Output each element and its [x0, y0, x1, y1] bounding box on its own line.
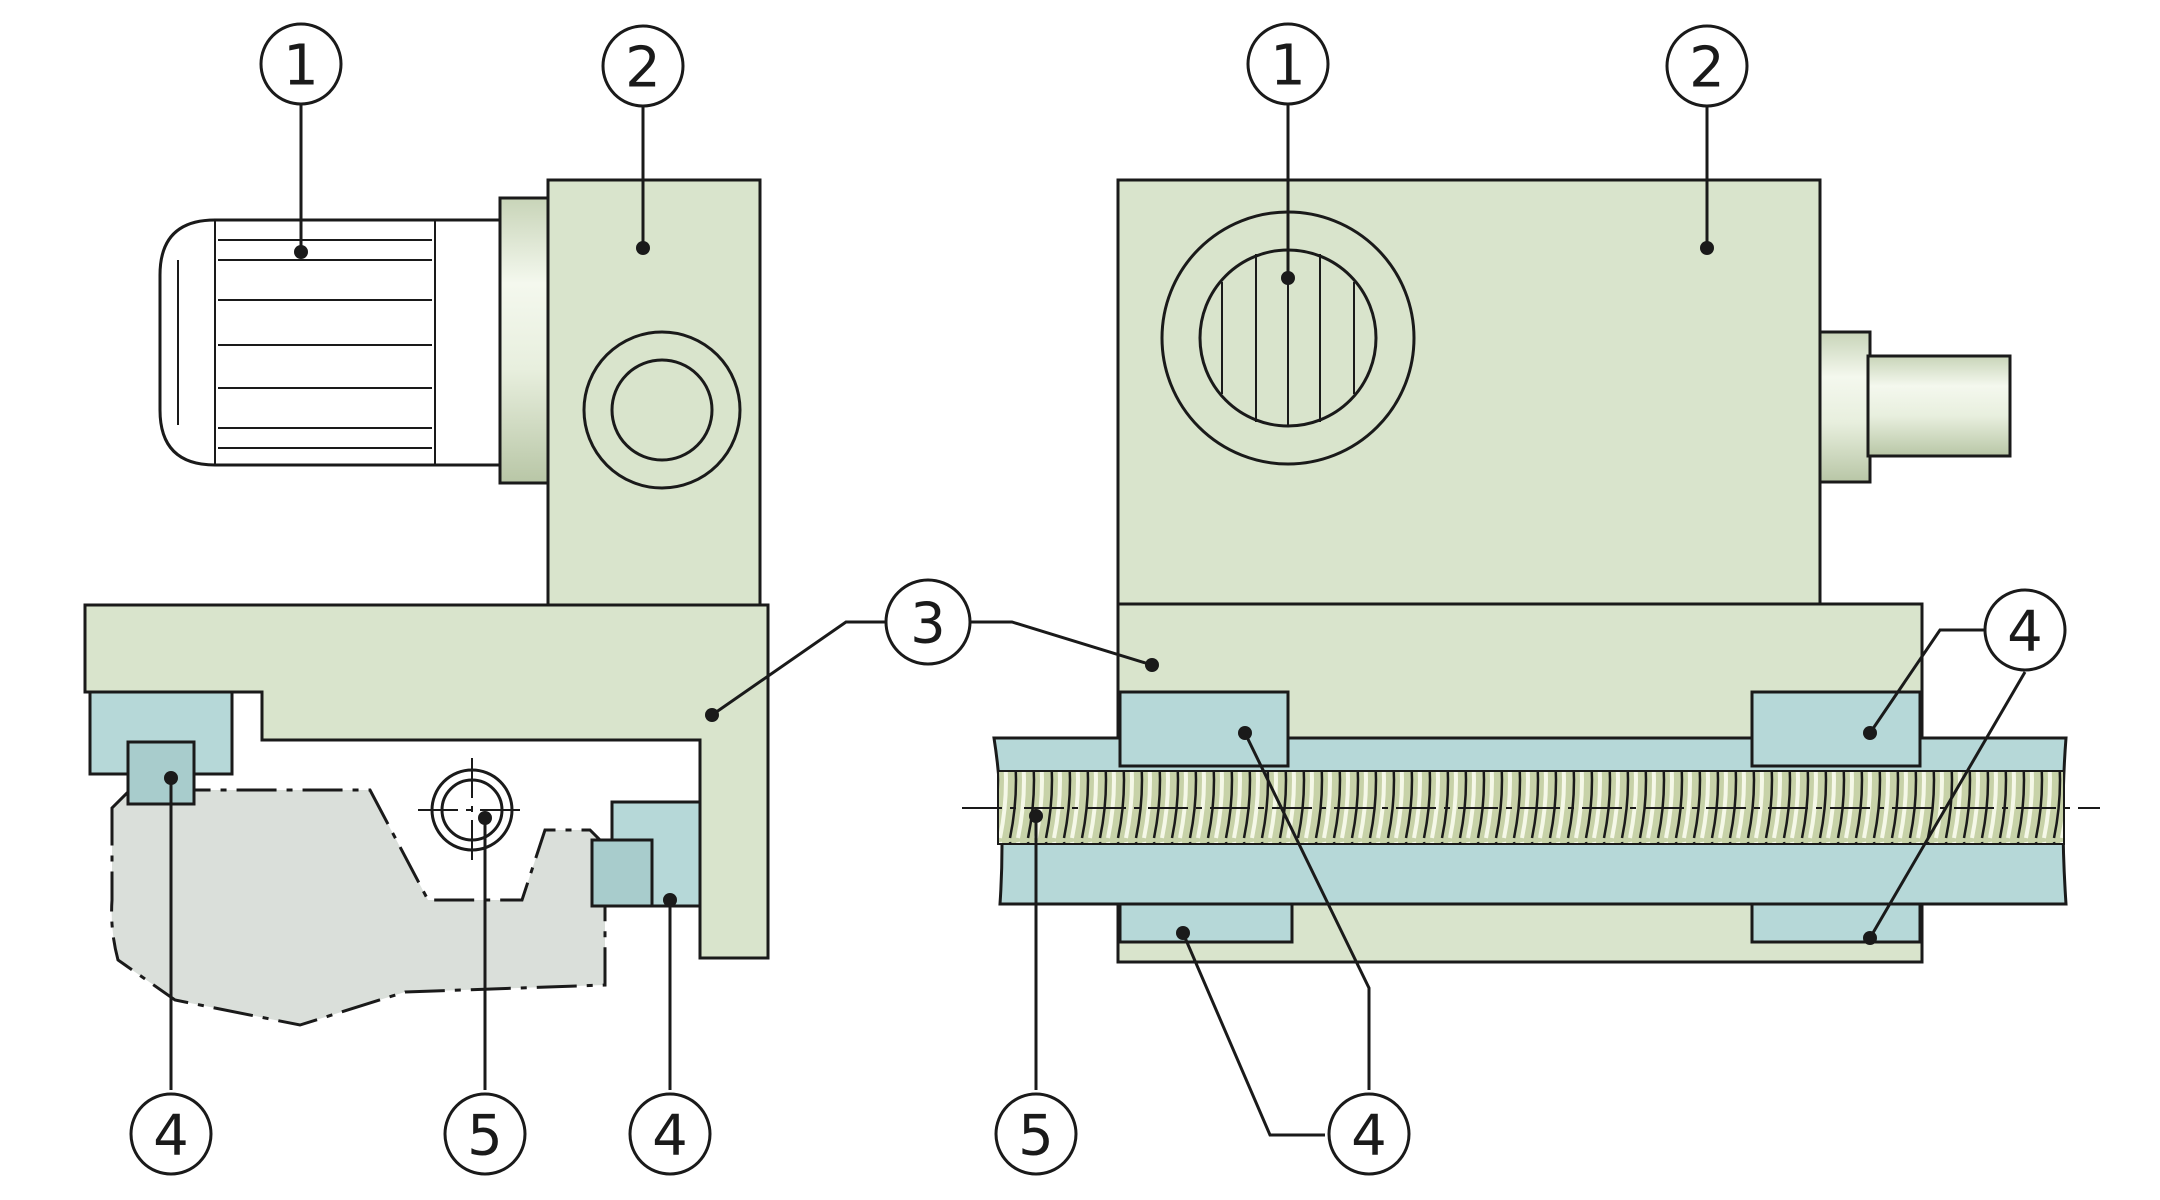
callout-4-right-top-label: 4 [2007, 600, 2043, 665]
side-view [83, 178, 770, 1027]
callout-2-right: 2 [1665, 24, 1749, 108]
callout-1-left: 1 [259, 22, 343, 106]
callout-5-right: 5 [994, 1092, 1078, 1176]
callout-3-label: 3 [910, 592, 946, 657]
callout-4-left-a: 4 [129, 1092, 213, 1176]
gearbox-flange-inner [610, 358, 714, 462]
callout-4-left-a-label: 4 [153, 1104, 189, 1169]
guide-block-front-br [1750, 902, 1922, 944]
callout-2-right-label: 2 [1689, 36, 1725, 101]
motor-side [158, 196, 552, 485]
guide-block-front-tl [1118, 690, 1290, 768]
callout-2-left: 2 [601, 24, 685, 108]
shaft-collar [1818, 330, 1872, 484]
callout-4-right-bottom: 4 [1327, 1092, 1411, 1176]
callout-5-left: 5 [443, 1092, 527, 1176]
callout-3: 3 [884, 578, 972, 666]
leader-dots [164, 241, 1877, 945]
callout-1-right: 1 [1246, 22, 1330, 106]
guide-rail-left [126, 740, 196, 806]
callout-1-right-label: 1 [1270, 34, 1306, 99]
guide-block-front-bl [1118, 902, 1294, 944]
workpiece-outline [110, 788, 607, 1027]
guide-block-front-tr [1750, 690, 1922, 768]
callout-5-left-label: 5 [467, 1104, 503, 1169]
callout-4-left-b-label: 4 [652, 1104, 688, 1169]
callout-4-right-top: 4 [1983, 588, 2067, 672]
callout-4-left-b: 4 [628, 1092, 712, 1176]
front-view [962, 178, 2100, 964]
leader-lines [169, 97, 2027, 1137]
callout-2-left-label: 2 [625, 36, 661, 101]
shaft [1866, 354, 2012, 458]
callout-1-left-label: 1 [283, 34, 319, 99]
gearbox-front [1116, 178, 1822, 610]
guide-rail-right [590, 838, 654, 908]
gearbox-side [546, 178, 762, 612]
callout-5-right-label: 5 [1018, 1104, 1054, 1169]
motor-fins [218, 239, 432, 449]
gearbox-flange-outer [582, 330, 742, 490]
callout-4-right-bottom-label: 4 [1351, 1104, 1387, 1169]
